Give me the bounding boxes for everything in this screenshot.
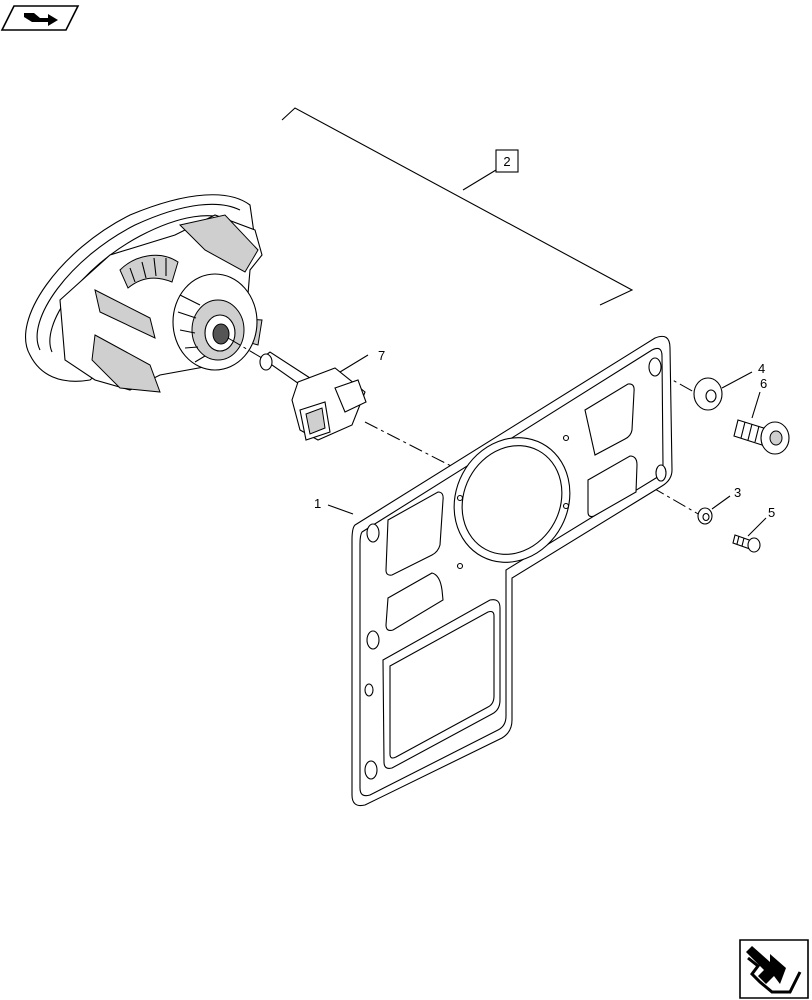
callout-5: 5 — [768, 505, 775, 520]
small-screw[interactable]: 5 — [732, 505, 775, 553]
gasket-plate[interactable]: 1 — [314, 335, 673, 807]
previous-page-arrow-icon[interactable] — [0, 5, 80, 31]
callout-box-2 — [495, 149, 519, 173]
callout-7: 7 — [378, 348, 385, 363]
headlamp-assembly[interactable] — [25, 194, 263, 393]
callout-6: 6 — [760, 376, 767, 391]
callout-3: 3 — [734, 485, 741, 500]
next-page-arrow-icon[interactable] — [739, 939, 809, 999]
callout-2: 2 — [503, 154, 510, 169]
assembly-bracket: 2 — [281, 107, 634, 306]
callout-4: 4 — [758, 361, 765, 376]
bulb-connector[interactable]: 7 — [259, 348, 385, 441]
washer[interactable]: 4 — [693, 361, 765, 411]
callout-1: 1 — [314, 496, 321, 511]
screw[interactable]: 6 — [733, 376, 790, 455]
lock-washer[interactable]: 3 — [697, 485, 741, 525]
